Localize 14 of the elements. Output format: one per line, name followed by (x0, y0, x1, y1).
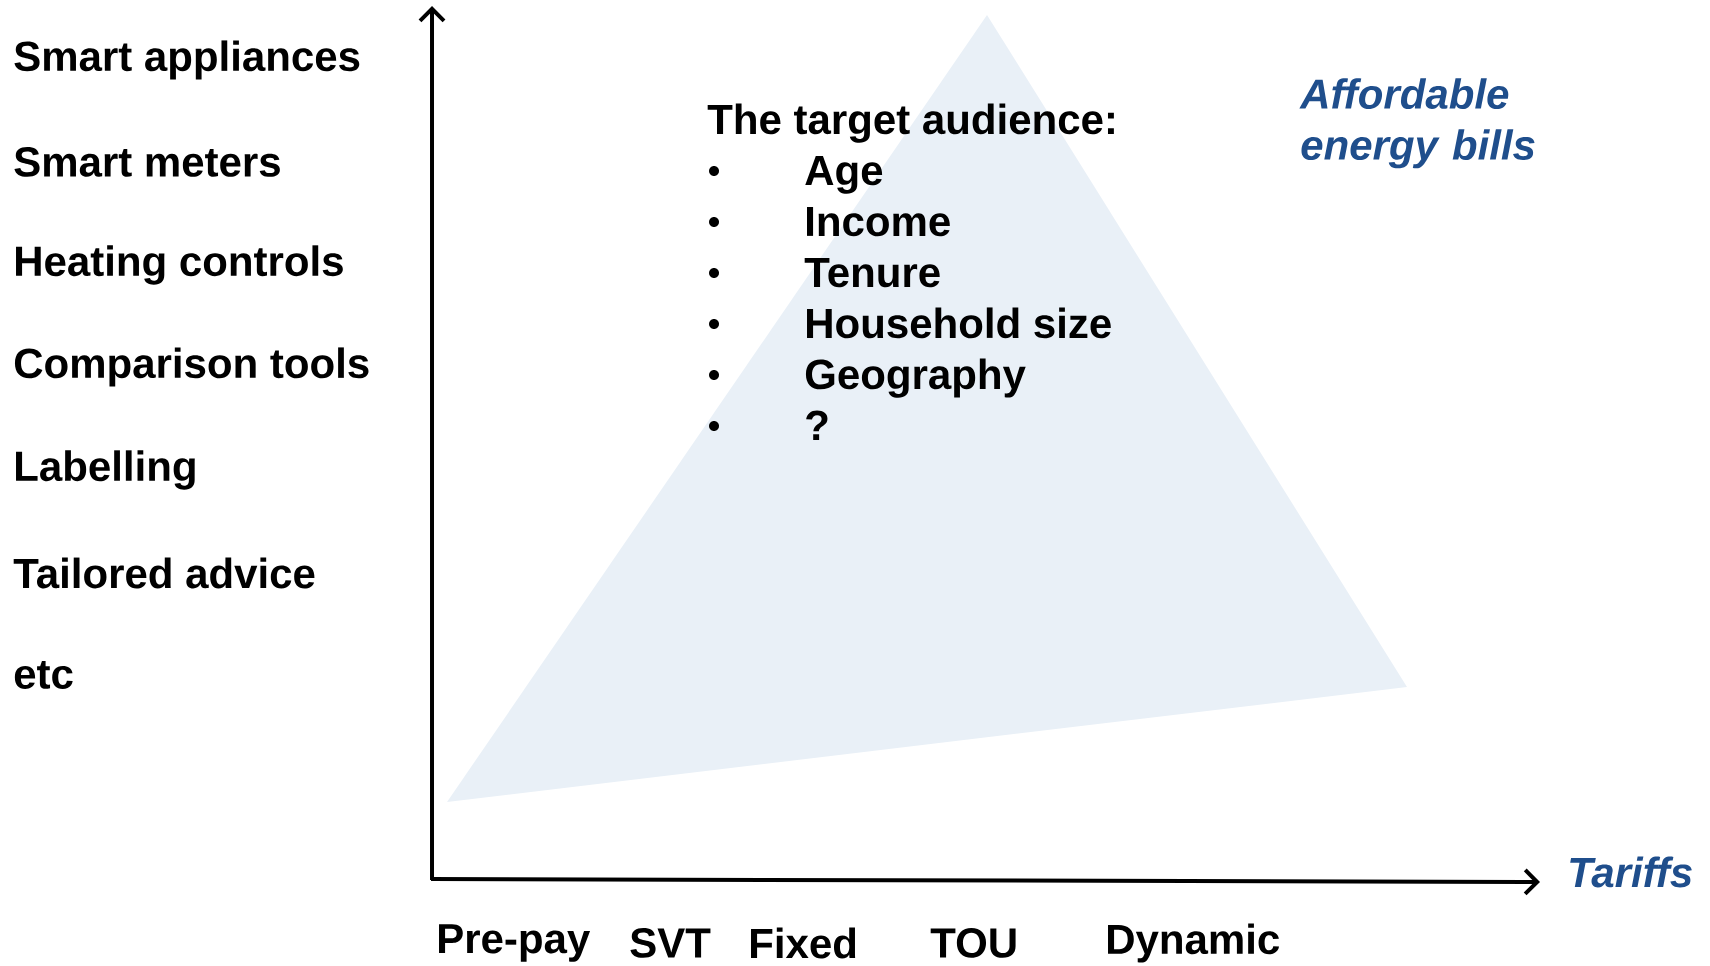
tariff-label: TOU (930, 928, 1016, 958)
tool-label: Comparison tools (14, 347, 369, 387)
tool-label: Labelling (16, 450, 195, 490)
tool-label: Heating controls (16, 245, 343, 285)
tool-label: Smart appliances (14, 40, 360, 80)
tariff-label: Fixed (751, 927, 856, 959)
axis-label: Tariffs (1570, 856, 1692, 888)
tool-label: Smart meters (14, 147, 280, 177)
annotation-text: Affordable energy bills (1299, 78, 1535, 169)
tariff-label: Dynamic (1108, 923, 1280, 963)
tool-label: etc (14, 661, 73, 689)
tariff-label: Pre-pay (439, 924, 591, 962)
tariff-label: SVT (630, 928, 711, 958)
tool-label: Tailored advice (13, 557, 315, 589)
